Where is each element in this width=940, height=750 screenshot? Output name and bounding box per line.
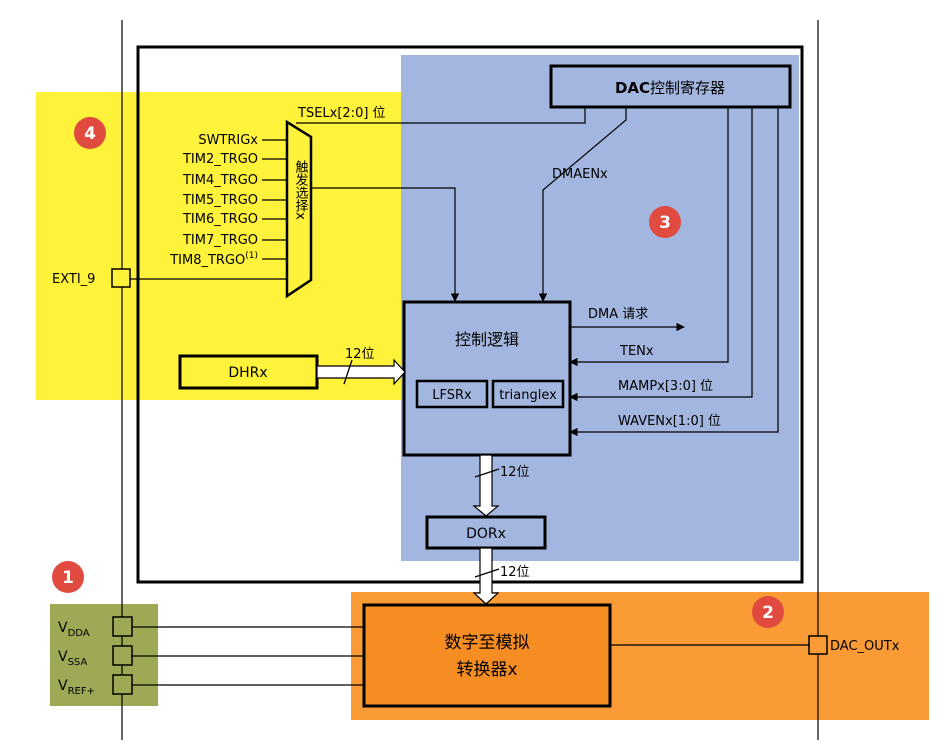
vssa-pin-label: VSSA xyxy=(58,649,87,668)
mamp-line xyxy=(569,107,753,402)
exti-pin-label: EXTI_9 xyxy=(52,272,95,287)
svg-text:3: 3 xyxy=(659,213,671,233)
trigger-tim6: TIM6_TRGO xyxy=(182,212,258,227)
dor-bus-slash xyxy=(474,568,500,578)
dma-request-label: DMA 请求 xyxy=(588,307,648,322)
trigger-tim4: TIM4_TRGO xyxy=(182,173,258,188)
power-pin-region-green xyxy=(50,604,158,706)
svg-text:4: 4 xyxy=(84,124,96,144)
dhr-bus-width-label: 12位 xyxy=(345,347,375,362)
badge-4: 4 xyxy=(74,117,106,149)
dac-control-register-label: DAC控制寄存器 xyxy=(615,79,725,97)
tsel-line xyxy=(296,107,586,124)
dmaen-label: DMAENx xyxy=(552,167,608,182)
badge-3: 3 xyxy=(649,206,681,238)
trigger-selector-mux xyxy=(285,119,313,299)
vssa-pin-square xyxy=(112,645,133,666)
dac-converter-label-line2: 转换器x xyxy=(456,660,517,680)
exti-pin-square xyxy=(111,268,131,288)
dac-out-pin-square xyxy=(808,635,828,655)
dhr-bus-slash xyxy=(343,359,353,385)
badge-1: 1 xyxy=(52,561,84,593)
power-pin-lines xyxy=(132,626,364,686)
control-logic-label: 控制逻辑 xyxy=(455,330,519,349)
trigger-tim7: TIM7_TRGO xyxy=(182,233,258,248)
trigger-tim8: TIM8_TRGO(1) xyxy=(169,251,258,268)
trigger-selector-label: 触发选择x xyxy=(293,160,309,220)
triangle-box xyxy=(491,379,565,409)
dhr-bus-arrow xyxy=(316,358,406,386)
triangle-label: trianglex xyxy=(499,388,557,403)
vref-pin-label: VREF+ xyxy=(58,678,95,697)
waven-line xyxy=(569,107,779,437)
waven-label: WAVENx[1:0] 位 xyxy=(618,414,721,429)
trigger-tim2: TIM2_TRGO xyxy=(182,152,258,167)
dac-peripheral-frame xyxy=(136,45,804,584)
svg-text:2: 2 xyxy=(762,603,774,623)
mamp-label: MAMPx[3:0] 位 xyxy=(618,379,713,394)
dor-label: DORx xyxy=(466,526,506,542)
vref-pin-square xyxy=(112,674,133,695)
dac-control-register-box xyxy=(549,64,792,109)
logic-to-dor-arrow xyxy=(472,454,500,517)
trigger-output-line xyxy=(311,187,460,302)
tsel-label: TSELx[2:0] 位 xyxy=(297,106,386,121)
dac-converter-box xyxy=(362,603,612,708)
trigger-tim5: TIM5_TRGO xyxy=(182,193,258,208)
lfsr-box xyxy=(415,379,489,409)
ten-label: TENx xyxy=(619,344,654,359)
vdda-pin-label: VDDA xyxy=(58,620,90,639)
dor-bus-width-label: 12位 xyxy=(500,565,530,580)
dor-to-converter-arrow xyxy=(472,547,500,605)
dac-out-pin-label: DAC_OUTx xyxy=(830,639,900,654)
dac-converter-label-line1: 数字至模拟 xyxy=(445,633,530,653)
control-logic-box xyxy=(402,300,572,457)
trigger-swtrig: SWTRIGx xyxy=(198,133,258,148)
svg-text:1: 1 xyxy=(62,568,74,588)
ten-line xyxy=(569,107,729,367)
trigger-input-lines xyxy=(130,139,286,280)
lfsr-label: LFSRx xyxy=(432,388,472,403)
dhr-label: DHRx xyxy=(228,365,267,381)
dor-box xyxy=(425,515,547,550)
logic-bus-slash xyxy=(474,468,500,478)
badge-2: 2 xyxy=(752,596,784,628)
vdda-pin-square xyxy=(112,616,133,637)
dmaen-line xyxy=(538,107,627,302)
logic-bus-width-label: 12位 xyxy=(500,465,530,480)
